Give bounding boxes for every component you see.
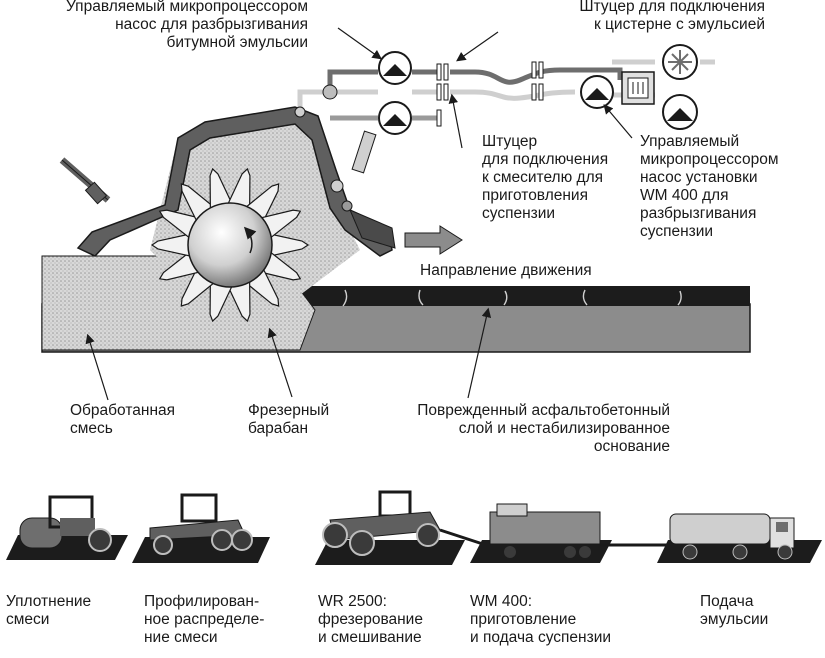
train-label-grader: Профилирован- ное распределе- ние смеси [144,593,265,646]
fitting-icons [436,61,544,127]
wm400-icon [470,503,668,563]
tank-unit-icon [621,71,655,105]
wr2500-icon [315,490,496,565]
pump-icon-wm400 [580,75,614,109]
tanker-icon [657,513,822,563]
valve-ball-2 [341,200,353,212]
label-fitting-tank: Штуцер для подключения к цистерне с эмул… [579,0,765,33]
train-label-tanker: Подача эмульсии [700,593,769,628]
machine-train [6,490,822,565]
hood-skirt [349,209,396,249]
label-damaged-layer: Поврежденный асфальтобетонный слой и нес… [417,402,670,455]
piping [294,44,715,135]
label-processed-mix: Обработанная смесь [70,402,176,437]
roller-icon [6,495,128,560]
label-fitting-mixer: Штуцер для подключения к смесителю для п… [482,133,609,222]
label-milling-drum: Фрезерный барабан [248,402,330,437]
pump-icon-bitumen [378,51,412,85]
label-pump-wm400: Управляемый микропроцессором насос устан… [640,133,779,240]
damaged-asphalt-layer [300,286,750,306]
road-section [41,255,751,353]
label-direction: Направление движения [420,262,592,279]
label-pump-bitumen: Управляемый микропроцессором насос для р… [66,0,308,51]
pipe-light [297,89,576,112]
train-label-wm400: WM 400: приготовление и подача суспензии [470,593,612,646]
pipe-bitumen-dark [327,67,623,92]
mixer-wheel-icon [662,44,698,80]
cracks [342,289,682,307]
valve-ball [330,179,344,193]
grader-icon [132,493,270,563]
machine-hood [76,106,393,257]
milling-drum [150,167,310,323]
pump-icon-wm400-right [662,94,698,130]
pump-icon-suspension [378,101,412,135]
spray-nozzle [351,130,377,174]
leader-lines [85,27,633,401]
drum-body [187,202,273,288]
rotation-arrow-icon [243,226,257,254]
direction-arrow-icon [404,225,463,255]
train-label-wr2500: WR 2500: фрезерование и смешивание [318,593,423,646]
train-label-roller: Уплотнение смеси [6,593,92,628]
